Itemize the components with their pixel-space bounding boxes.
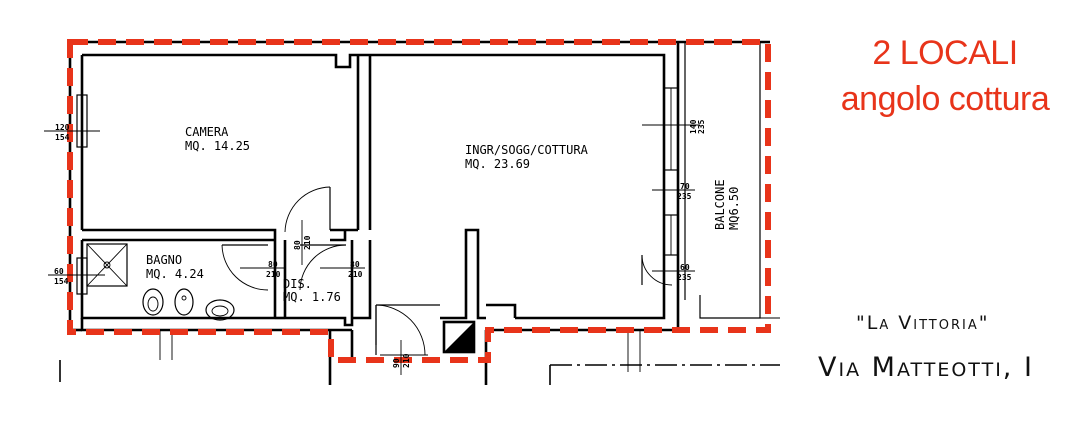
room-area-dis: MQ. 1.76 xyxy=(283,290,341,304)
dim-height: 210 xyxy=(266,270,281,279)
dim-height: 210 xyxy=(303,235,312,250)
dim-width: 120 xyxy=(55,123,70,132)
room-area-balcone: MQ6.50 xyxy=(727,187,741,230)
room-area-camera: MQ. 14.25 xyxy=(185,139,250,153)
dim-width: 80 xyxy=(268,260,278,269)
title-line-kitchen: angolo cottura xyxy=(840,80,1050,118)
dim-height: 235 xyxy=(677,192,692,201)
property-boundary xyxy=(67,39,771,363)
dim-width: 90 xyxy=(392,358,401,368)
dim-height: 210 xyxy=(402,353,411,368)
room-area-living: MQ. 23.69 xyxy=(465,157,530,171)
room-name-bagno: BAGNO xyxy=(146,253,182,267)
dim-width: 140 xyxy=(689,119,698,134)
dim-height: 210 xyxy=(348,270,363,279)
opening-dimensions: 120 154 60 154 80 210 80 210 80 210 90 2… xyxy=(44,119,706,375)
shaft xyxy=(442,320,476,354)
dim-height: 154 xyxy=(54,277,69,286)
dim-width: 80 xyxy=(350,260,360,269)
room-name-dis: DIS. xyxy=(283,277,312,291)
dim-height: 154 xyxy=(55,133,70,142)
title-line-rooms: 2 LOCALI xyxy=(872,34,1018,72)
dim-width: 80 xyxy=(293,240,302,250)
building-lines xyxy=(59,317,780,385)
listing-title: 2 LOCALI angolo cottura xyxy=(820,30,1070,122)
dim-height: 235 xyxy=(677,273,692,282)
building-name: "La Vittoria" xyxy=(856,312,990,334)
room-name-balcone: BALCONE xyxy=(713,179,727,230)
room-area-bagno: MQ. 4.24 xyxy=(146,267,204,281)
dim-height: 235 xyxy=(697,119,706,134)
street-address: Via Matteotti, I xyxy=(818,352,1034,383)
windows xyxy=(76,87,679,295)
room-labels: CAMERA MQ. 14.25 INGR/SOGG/COTTURA MQ. 2… xyxy=(146,125,741,304)
room-name-living: INGR/SOGG/COTTURA xyxy=(465,143,589,157)
bathroom-fixtures xyxy=(86,243,235,321)
room-name-camera: CAMERA xyxy=(185,125,229,139)
dim-width: 60 xyxy=(54,267,64,276)
doors xyxy=(221,186,673,356)
dim-width: 70 xyxy=(680,182,690,191)
dim-width: 60 xyxy=(680,263,690,272)
